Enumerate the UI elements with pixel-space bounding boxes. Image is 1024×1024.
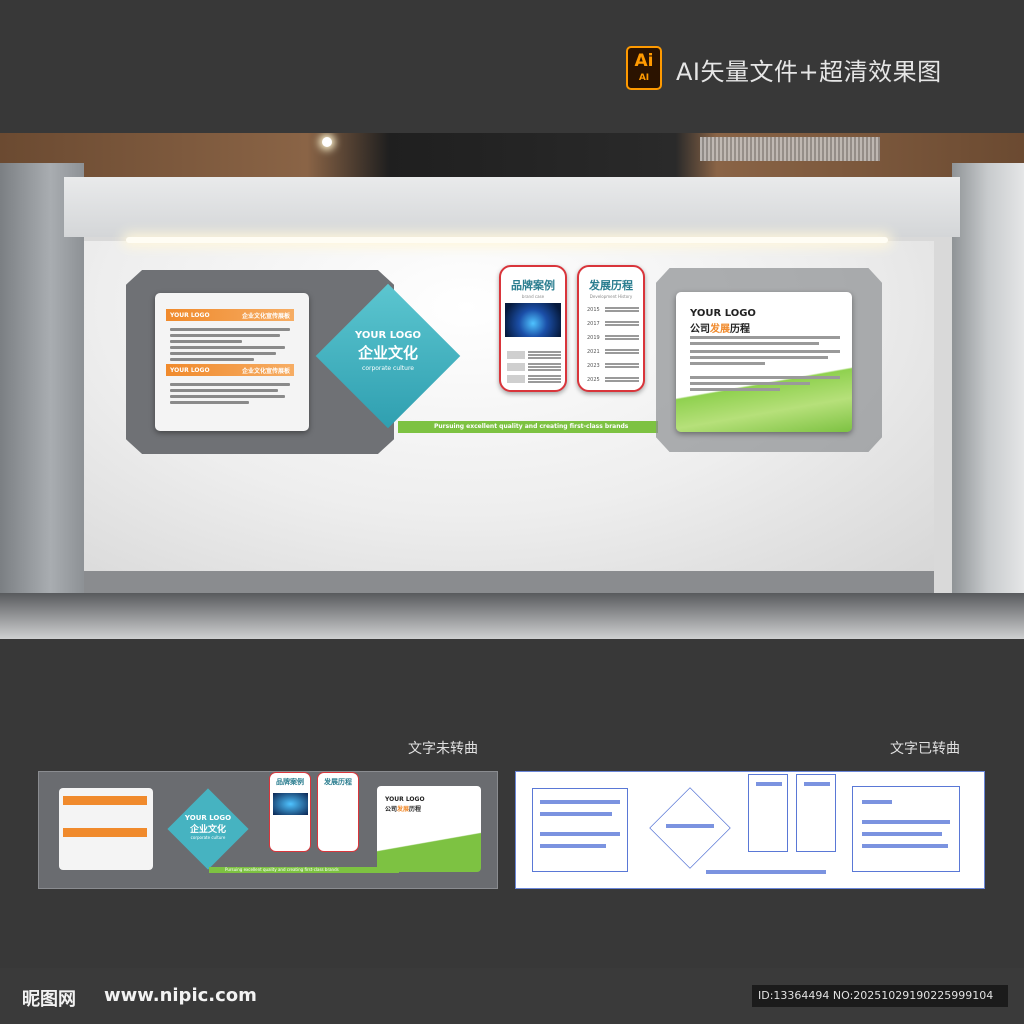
preview-orange-bar [63,796,147,805]
preview-right-logo: YOUR LOGO [385,796,425,803]
timeline-item: 2025 [587,373,639,387]
brand-case-subtitle: brand case [521,294,545,299]
diamond-subtitle: corporate culture [362,365,414,372]
preview-text-unconverted: YOUR LOGO 企业文化 corporate culture 品牌案例 发展… [38,771,498,889]
left-card-text-1 [170,328,290,364]
preview-diamond-text: YOUR LOGO 企业文化 corporate culture [167,814,249,840]
site-brand: 昵图网 [22,989,76,1010]
preview-diamond-subtitle: corporate culture [190,835,226,840]
outline-text [756,782,782,786]
tech-chip-image [505,303,561,337]
outline-slogan [706,870,826,874]
outline-brand-panel [748,774,788,852]
timeline-item: 2023 [587,359,639,373]
outline-text [862,820,950,824]
timeline-item: 2019 [587,331,639,345]
ceiling-vent [700,137,880,161]
preview-diamond-title: 企业文化 [189,825,226,835]
wall-soffit [64,177,960,237]
right-card-text-2 [690,350,840,368]
brand-case-title: 品牌案例 [511,279,555,292]
left-pillar [0,163,84,639]
slogan-bar: Pursuing excellent quality and creating … [398,421,658,433]
illustrator-icon-subtext: AI [638,73,650,83]
ceiling [0,133,1024,179]
left-card-logo-1: YOUR LOGO [170,311,210,319]
label-unconverted: 文字未转曲 [408,741,478,757]
preview-tech-image [273,793,308,815]
light-strip [126,237,888,243]
page-title: AI矢量文件+超清效果图 [676,58,942,86]
preview-text-converted [515,771,985,889]
brand-case-list [507,351,561,387]
left-card-title-1: 企业文化宣传展板 [241,312,290,320]
outline-text [666,824,714,828]
timeline-item: 2021 [587,345,639,359]
outline-text [540,812,612,816]
outline-left-card [532,788,628,872]
timeline-item: 2015 [587,303,639,317]
timeline-year: 2023 [587,363,600,369]
showroom-render [0,133,1024,639]
outline-text [540,832,620,836]
right-card-title: 公司发展历程 [690,324,750,335]
culture-diamond-text: YOUR LOGO 企业文化 corporate culture [316,330,460,372]
right-card-text-1 [690,336,840,348]
diamond-title: 企业文化 [357,344,418,362]
outline-text [862,832,942,836]
preview-slogan-bar: Pursuing excellent quality and creating … [209,867,399,873]
preview-right-card: YOUR LOGO 公司发展历程 [377,786,481,872]
outline-diamond [649,787,731,869]
left-card-title-2: 企业文化宣传展板 [241,367,290,375]
timeline-item: 2017 [587,317,639,331]
left-card-header-1: YOUR LOGO 企业文化宣传展板 [166,309,294,321]
outline-history-panel [796,774,836,852]
timeline-year: 2015 [587,307,600,313]
image-id-badge: ID:13364494 NO:20251029190225999104 [752,985,1008,1007]
right-pillar [952,163,1024,639]
preview-brand-case-title: 品牌案例 [276,778,304,786]
preview-orange-bar [63,828,147,837]
preview-right-title: 公司发展历程 [385,806,422,813]
right-card-text-3 [690,376,840,394]
timeline-year: 2017 [587,321,600,327]
right-card-logo: YOUR LOGO [690,308,756,319]
left-card-logo-2: YOUR LOGO [170,366,210,374]
left-card-header-2: YOUR LOGO 企业文化宣传展板 [166,364,294,376]
history-subtitle: Development History [589,294,633,299]
brand-case-panel: 品牌案例 brand case [499,265,567,392]
label-converted: 文字已转曲 [890,741,960,757]
site-url-link[interactable]: www.nipic.com [104,985,257,1006]
baseboard [84,571,934,593]
outline-text [862,800,892,804]
right-info-card: YOUR LOGO 公司发展历程 [676,292,852,432]
preview-brand-case-panel: 品牌案例 [269,772,311,852]
preview-history-panel: 发展历程 [317,772,359,852]
history-timeline: 2015 2017 2019 2021 2023 2025 [587,303,639,387]
floor [0,593,1024,639]
preview-diamond-logo: YOUR LOGO [184,814,232,822]
outline-right-card [852,786,960,872]
outline-text [540,844,606,848]
history-title: 发展历程 [589,279,633,292]
left-card-text-2 [170,383,290,407]
timeline-year: 2019 [587,335,600,341]
preview-history-title: 发展历程 [324,778,352,786]
timeline-year: 2021 [587,349,600,355]
outline-text [862,844,948,848]
ceiling-light [322,137,332,147]
timeline-year: 2025 [587,377,600,383]
history-panel: 发展历程 Development History 2015 2017 2019 … [577,265,645,392]
illustrator-icon: Ai AI [626,46,662,90]
outline-text [804,782,830,786]
outline-text [540,800,620,804]
illustrator-icon-text: Ai [634,51,654,71]
diamond-logo: YOUR LOGO [355,330,421,341]
